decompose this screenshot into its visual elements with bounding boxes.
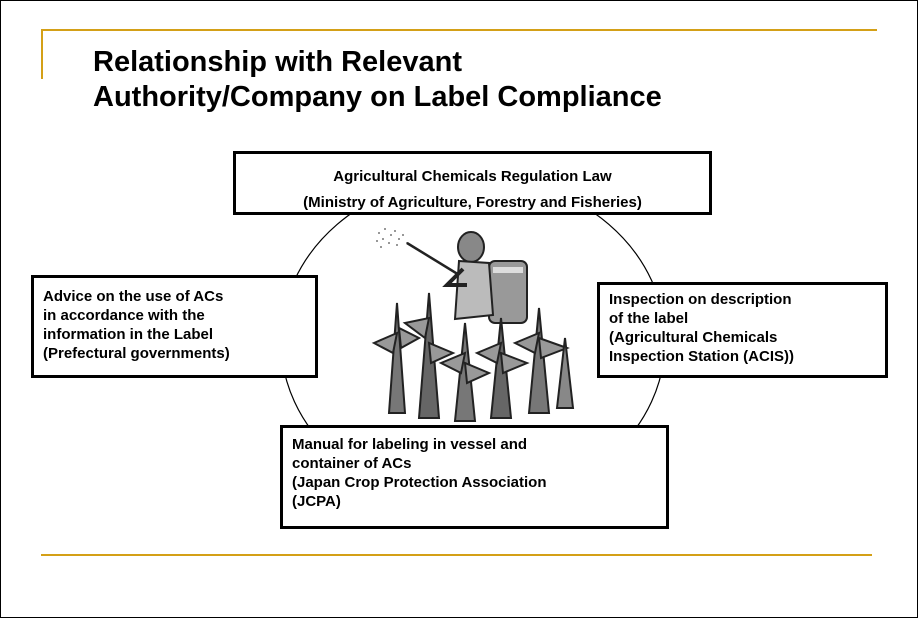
prefectural-advice-box: Advice on the use of ACs in accordance w…	[31, 275, 318, 378]
acis-inspection-line-3: (Agricultural Chemicals	[609, 329, 778, 346]
acis-inspection-line-1: Inspection on description	[609, 291, 792, 308]
prefectural-advice-line-4: (Prefectural governments)	[43, 345, 230, 362]
jcpa-manual-line-1: Manual for labeling in vessel and	[292, 436, 528, 453]
prefectural-advice-line-2: in accordance with the	[43, 307, 205, 324]
jcpa-manual-line-2: container of ACs	[292, 455, 412, 472]
regulation-law-box: Agricultural Chemicals Regulation Law (M…	[233, 151, 712, 215]
accent-top-line	[41, 29, 877, 31]
regulation-law-line-2: (Ministry of Agriculture, Forestry and F…	[303, 194, 642, 211]
title-line-2: Authority/Company on Label Compliance	[93, 81, 662, 113]
jcpa-manual-line-3: (Japan Crop Protection Association	[292, 474, 547, 491]
farmer-spraying-icon	[371, 228, 575, 422]
regulation-law-line-1: Agricultural Chemicals Regulation Law	[333, 168, 612, 185]
prefectural-advice-line-1: Advice on the use of ACs	[43, 288, 224, 305]
slide-title: Relationship with Relevant Authority/Com…	[93, 45, 873, 115]
accent-vertical-line	[41, 29, 43, 79]
prefectural-advice-line-3: information in the Label	[43, 326, 214, 343]
acis-inspection-box: Inspection on description of the label (…	[597, 282, 888, 378]
jcpa-manual-box: Manual for labeling in vessel and contai…	[280, 425, 669, 529]
title-line-1: Relationship with Relevant	[93, 46, 462, 78]
acis-inspection-line-4: Inspection Station (ACIS))	[609, 348, 794, 365]
accent-bottom-line	[41, 554, 872, 556]
jcpa-manual-line-4: (JCPA)	[292, 493, 341, 510]
acis-inspection-line-2: of the label	[609, 310, 689, 327]
